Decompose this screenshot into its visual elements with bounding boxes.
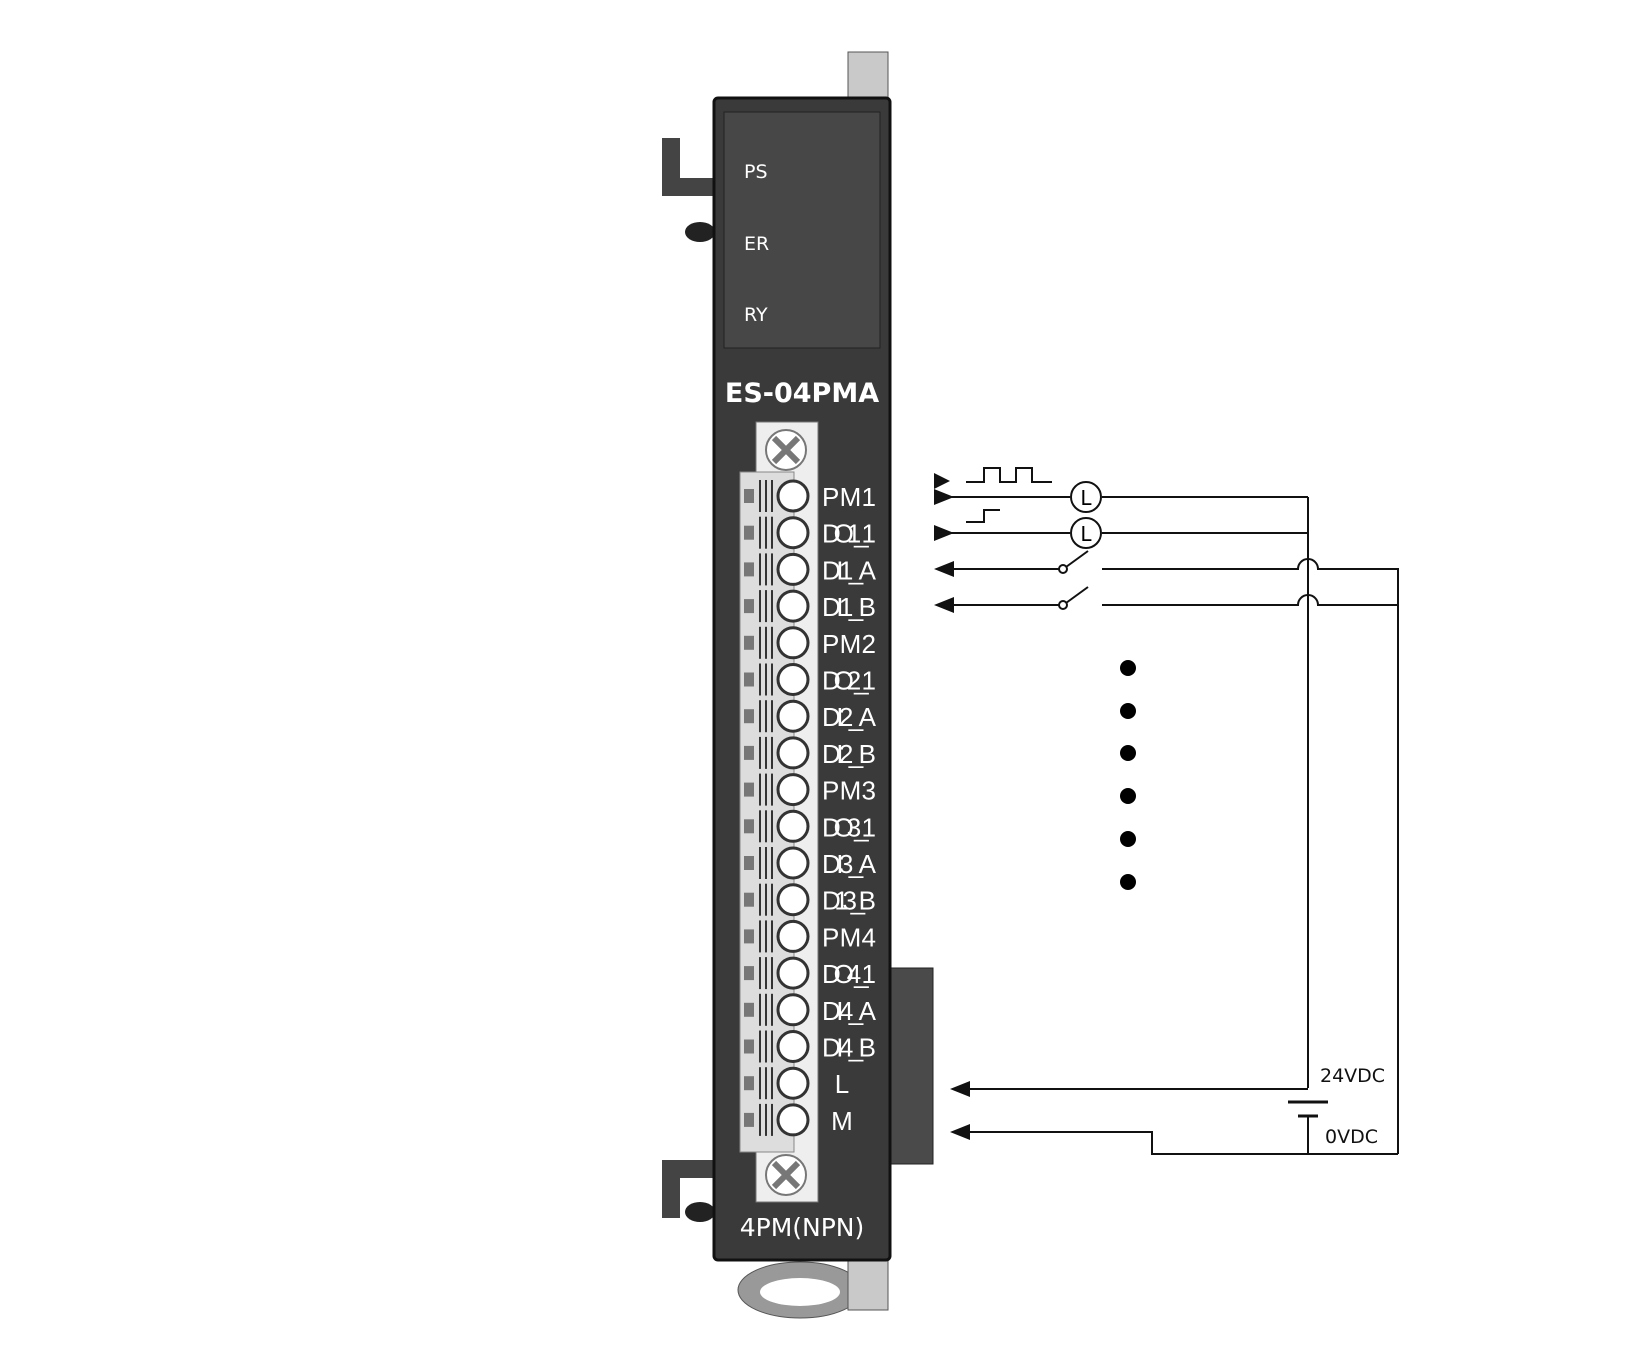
- terminal-screw-hole: [776, 479, 810, 513]
- terminal-do2-1: DO2_1: [744, 663, 876, 696]
- din-clip-top: [662, 138, 720, 196]
- svg-text:L: L: [1080, 522, 1092, 546]
- terminal-label: M: [831, 1106, 853, 1136]
- type-label: 4PM(NPN): [740, 1213, 865, 1242]
- terminal-label: DO4_1: [822, 959, 876, 989]
- terminal-latch: [744, 782, 754, 797]
- terminal-latch: [744, 1039, 754, 1054]
- screw-top-icon: [765, 429, 807, 471]
- terminal-screw-hole: [776, 846, 810, 880]
- terminal-screw-hole: [776, 663, 810, 696]
- pulse-train-icon: [966, 467, 1052, 483]
- terminal-pm1: PM1: [744, 479, 876, 513]
- terminal-screw-hole: [776, 993, 810, 1027]
- terminal-label: PM3: [822, 776, 876, 806]
- supply-0vdc-label: 0VDC: [1325, 1126, 1378, 1148]
- led-label-ps: PS: [744, 161, 768, 183]
- terminal-latch: [744, 1002, 754, 1017]
- terminal-do1-1: DO1_1: [744, 516, 876, 550]
- terminal-pm2: PM2: [744, 626, 876, 660]
- terminal-screw-hole: [776, 516, 810, 550]
- terminal-latch: [744, 525, 754, 540]
- terminal-screw-hole: [776, 552, 810, 586]
- continuation-dots: [1120, 660, 1136, 890]
- terminal-screw-hole: [776, 773, 810, 807]
- terminal-di1-a: DI1_A: [744, 552, 877, 586]
- terminal-screw-hole: [776, 883, 810, 917]
- side-connector: [884, 967, 934, 1165]
- load-symbol-do1: L: [1070, 517, 1102, 549]
- terminal-screw-hole: [776, 736, 810, 770]
- terminal-do4-1: DO4_1: [744, 956, 876, 990]
- model-label: ES-04PMA: [725, 378, 879, 409]
- terminal-latch: [744, 929, 754, 944]
- terminal-label: DI4_A: [822, 996, 877, 1026]
- terminal-pm4: PM4: [744, 919, 876, 953]
- terminal-di3-a: DI3_A: [744, 846, 877, 880]
- terminal-do3-1: DO3_1: [744, 809, 876, 843]
- led-panel: [723, 111, 881, 349]
- load-symbol-pm1: L: [1070, 481, 1102, 513]
- screw-bottom-icon: [765, 1154, 807, 1196]
- terminal-latch: [744, 892, 754, 907]
- terminal-m: M: [744, 1103, 853, 1137]
- terminal-screw-hole: [776, 809, 810, 843]
- terminal-latch: [744, 635, 754, 650]
- terminal-latch: [744, 745, 754, 760]
- terminal-label: DI1_B: [822, 592, 876, 622]
- terminal-latch: [744, 1076, 754, 1091]
- top-latch: [847, 51, 889, 105]
- mount-pin-top: [685, 222, 715, 242]
- terminal-latch: [744, 562, 754, 577]
- terminal-label: DI1_A: [822, 555, 877, 585]
- terminal-di2-b: DI2_B: [744, 736, 876, 770]
- terminal-label: DO3_1: [822, 812, 876, 842]
- terminal-label: D13_B: [822, 886, 876, 916]
- terminal-latch: [744, 819, 754, 834]
- terminal-di2-a: DI2_A: [744, 699, 877, 733]
- terminal-latch: [744, 599, 754, 614]
- terminal-latch: [744, 856, 754, 870]
- terminal-screw-hole: [776, 1066, 810, 1100]
- terminal-screw-hole: [776, 699, 810, 733]
- terminal-label: DI3_A: [822, 849, 877, 879]
- terminal-di1-b: DI1_B: [744, 589, 876, 623]
- svg-text:L: L: [1080, 486, 1092, 510]
- io-wires: [934, 473, 1399, 1155]
- terminal-screw-hole: [776, 589, 810, 623]
- step-signal-icon: [966, 509, 1000, 523]
- terminal-screw-hole: [776, 1103, 810, 1137]
- terminal-screw-hole: [776, 1030, 810, 1063]
- led-label-er: ER: [744, 233, 769, 255]
- terminal-label: DI2_A: [822, 702, 877, 732]
- terminal-latch: [744, 672, 754, 687]
- terminal-d13-b: D13_B: [744, 883, 876, 917]
- terminal-screw-hole: [776, 956, 810, 990]
- terminal-label: DI2_B: [822, 739, 876, 769]
- terminal-latch: [744, 1112, 754, 1127]
- terminal-label: PM2: [822, 629, 876, 659]
- terminal-label: DI4_B: [822, 1033, 876, 1063]
- din-clip-bottom: [662, 1160, 720, 1218]
- terminal-l: L: [744, 1066, 849, 1100]
- terminal-latch: [744, 966, 754, 981]
- supply-24vdc-label: 24VDC: [1320, 1065, 1385, 1087]
- terminal-label: PM4: [822, 922, 876, 952]
- terminal-di4-b: DI4_B: [744, 1030, 876, 1063]
- terminal-label: PM1: [822, 482, 876, 512]
- terminal-label: DO2_1: [822, 666, 876, 696]
- switch-contact-di1b-icon: [1058, 600, 1068, 610]
- terminal-screw-hole: [776, 626, 810, 660]
- terminal-latch: [744, 489, 754, 503]
- terminal-latch: [744, 709, 754, 724]
- terminal-screw-hole: [776, 919, 810, 953]
- terminal-pm3: PM3: [744, 773, 876, 807]
- switch-contact-di1a-icon: [1058, 564, 1068, 574]
- terminal-di4-a: DI4_A: [744, 993, 877, 1027]
- terminal-label: DO1_1: [822, 519, 876, 549]
- terminal-label: L: [835, 1069, 849, 1099]
- led-label-ry: RY: [744, 304, 768, 326]
- mount-pin-bottom: [685, 1202, 715, 1222]
